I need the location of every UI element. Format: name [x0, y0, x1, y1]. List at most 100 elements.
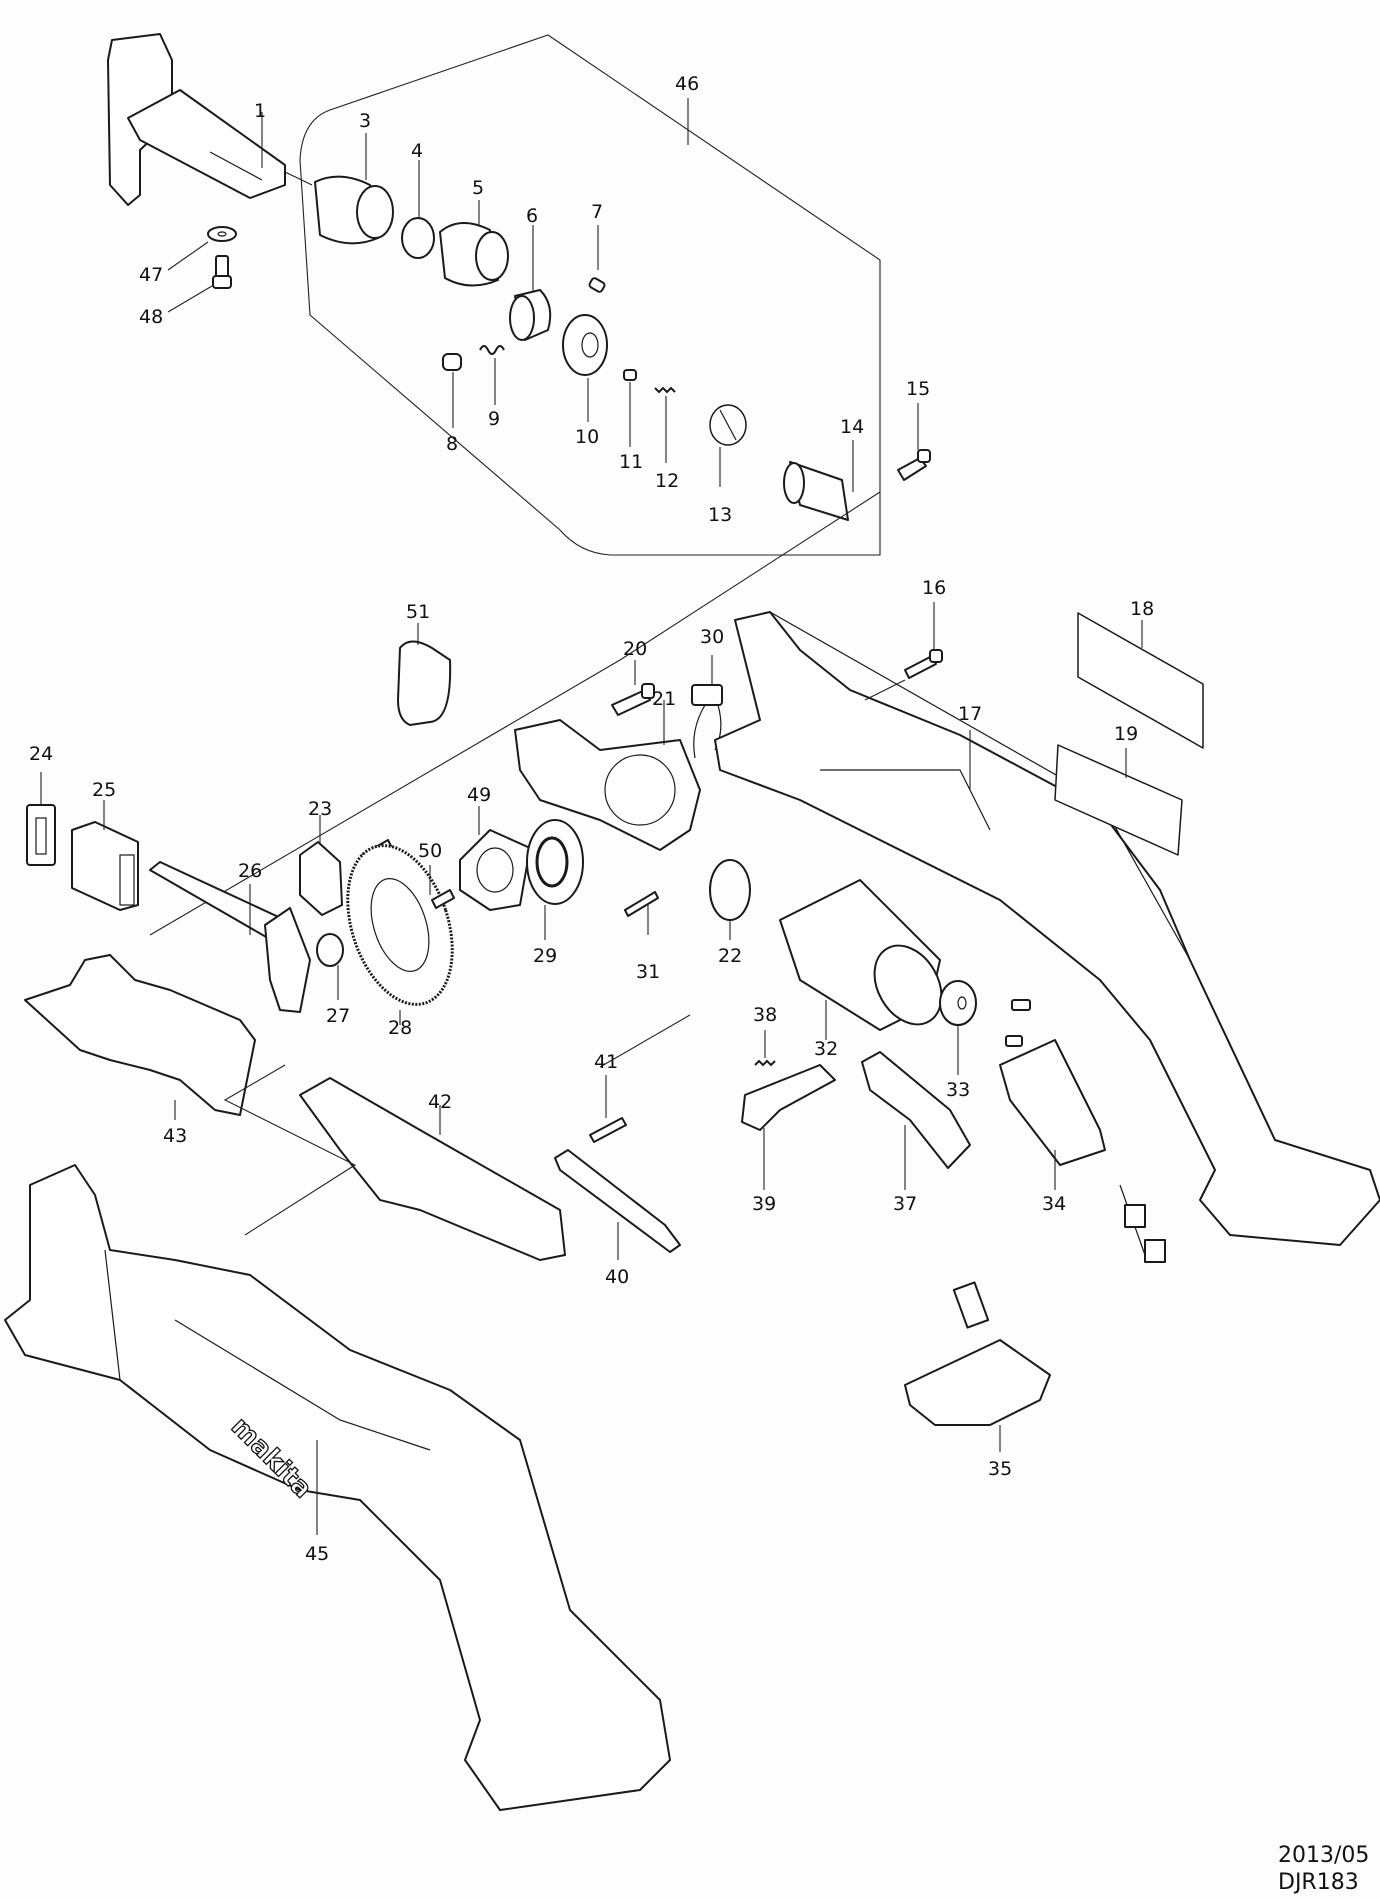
part-37-trigger — [861, 1051, 971, 1190]
label-part-49: 49 — [467, 784, 491, 806]
part-50-screw — [429, 865, 455, 909]
part-19-label-strip — [1054, 744, 1183, 856]
label-part-15: 15 — [906, 378, 930, 400]
connector-wires — [1119, 1184, 1166, 1263]
part-6-collar — [509, 225, 552, 341]
part-27-bushing — [316, 933, 344, 1000]
part-47-washer — [167, 226, 237, 271]
part-26-slider-rod — [149, 861, 311, 1013]
label-part-3: 3 — [359, 110, 371, 132]
part-7-pin — [588, 225, 606, 293]
part-11-key — [623, 369, 637, 447]
part-20-bolt — [611, 660, 655, 716]
group-bracket — [223, 1064, 357, 1236]
part-43-gear-case — [24, 954, 256, 1120]
part-21-gear-housing — [514, 700, 701, 851]
part-13-spring-coil — [709, 404, 747, 487]
label-part-13: 13 — [708, 504, 732, 526]
label-part-42: 42 — [428, 1091, 452, 1113]
label-part-21: 21 — [652, 688, 676, 710]
label-part-16: 16 — [922, 577, 946, 599]
label-part-45: 45 — [305, 1543, 329, 1565]
part-12-spring — [654, 386, 676, 463]
label-part-8: 8 — [446, 433, 458, 455]
label-part-31: 31 — [636, 961, 660, 983]
part-35-battery-terminal — [904, 1281, 1051, 1452]
label-part-23: 23 — [308, 798, 332, 820]
label-part-6: 6 — [526, 205, 538, 227]
part-51-gasket — [397, 623, 452, 726]
label-part-1: 1 — [254, 100, 266, 122]
label-part-43: 43 — [163, 1125, 187, 1147]
label-part-39: 39 — [752, 1193, 776, 1215]
label-part-48: 48 — [139, 306, 163, 328]
label-part-29: 29 — [533, 945, 557, 967]
part-41-pin — [589, 1075, 627, 1143]
label-part-35: 35 — [988, 1458, 1012, 1480]
part-42-crank-housing — [299, 1077, 566, 1261]
label-part-24: 24 — [29, 743, 53, 765]
revision-date: 2013/05 — [1278, 1843, 1370, 1868]
part-25-block — [71, 800, 139, 911]
label-part-17: 17 — [958, 703, 982, 725]
part-28-bevel-gear — [346, 844, 454, 1025]
axis-line — [149, 659, 621, 936]
label-part-10: 10 — [575, 426, 599, 448]
label-part-20: 20 — [623, 638, 647, 660]
part-29-bearing — [526, 819, 584, 940]
label-part-50: 50 — [418, 840, 442, 862]
part-1-shoe-bracket — [107, 33, 286, 206]
label-part-25: 25 — [92, 779, 116, 801]
label-part-28: 28 — [388, 1017, 412, 1039]
part-39-lock-lever — [741, 1064, 836, 1190]
part-32-motor — [779, 879, 943, 1040]
part-9-spring — [479, 345, 505, 405]
part-4-ring — [401, 160, 435, 259]
part-labels: 1 3 4 5 6 7 8 9 10 11 12 13 14 15 16 17 … — [29, 73, 1154, 1565]
model-number: DJR183 — [1278, 1870, 1359, 1895]
part-33-rubber-cap — [939, 980, 977, 1075]
label-part-37: 37 — [893, 1193, 917, 1215]
part-31-pin — [624, 891, 659, 935]
label-part-26: 26 — [238, 860, 262, 882]
part-24-cap — [26, 772, 56, 866]
part-40-lever — [554, 1149, 681, 1260]
axis-line — [599, 1014, 691, 1068]
part-5-sleeve — [439, 200, 509, 287]
label-part-19: 19 — [1114, 723, 1138, 745]
part-16-screw — [864, 602, 943, 701]
label-part-4: 4 — [411, 140, 423, 162]
part-8-plug — [442, 353, 462, 428]
part-10-cam-ring — [562, 314, 608, 422]
label-part-41: 41 — [594, 1051, 618, 1073]
label-part-30: 30 — [700, 626, 724, 648]
part-48-bolt — [167, 255, 232, 313]
label-part-11: 11 — [619, 451, 643, 473]
part-49-gasket-plate — [459, 806, 531, 911]
label-part-14: 14 — [840, 416, 864, 438]
label-part-40: 40 — [605, 1266, 629, 1288]
part-38-spring — [754, 1030, 776, 1067]
part-3-sleeve — [284, 133, 394, 245]
label-part-38: 38 — [753, 1004, 777, 1026]
part-15-screw — [897, 403, 931, 481]
label-part-27: 27 — [326, 1005, 350, 1027]
label-part-18: 18 — [1130, 598, 1154, 620]
part-34-switch-unit — [999, 999, 1106, 1190]
label-part-22: 22 — [718, 945, 742, 967]
label-part-46: 46 — [675, 73, 699, 95]
label-part-51: 51 — [406, 601, 430, 623]
label-part-7: 7 — [591, 201, 603, 223]
part-18-nameplate — [1077, 612, 1204, 749]
axis-line — [619, 491, 881, 661]
label-part-12: 12 — [655, 470, 679, 492]
assembly-group-46-outline — [299, 34, 881, 556]
label-part-47: 47 — [139, 264, 163, 286]
label-part-9: 9 — [488, 408, 500, 430]
label-part-32: 32 — [814, 1038, 838, 1060]
label-part-34: 34 — [1042, 1193, 1066, 1215]
label-part-5: 5 — [472, 177, 484, 199]
label-part-33: 33 — [946, 1079, 970, 1101]
part-45-housing-set: makita — [4, 1164, 671, 1811]
